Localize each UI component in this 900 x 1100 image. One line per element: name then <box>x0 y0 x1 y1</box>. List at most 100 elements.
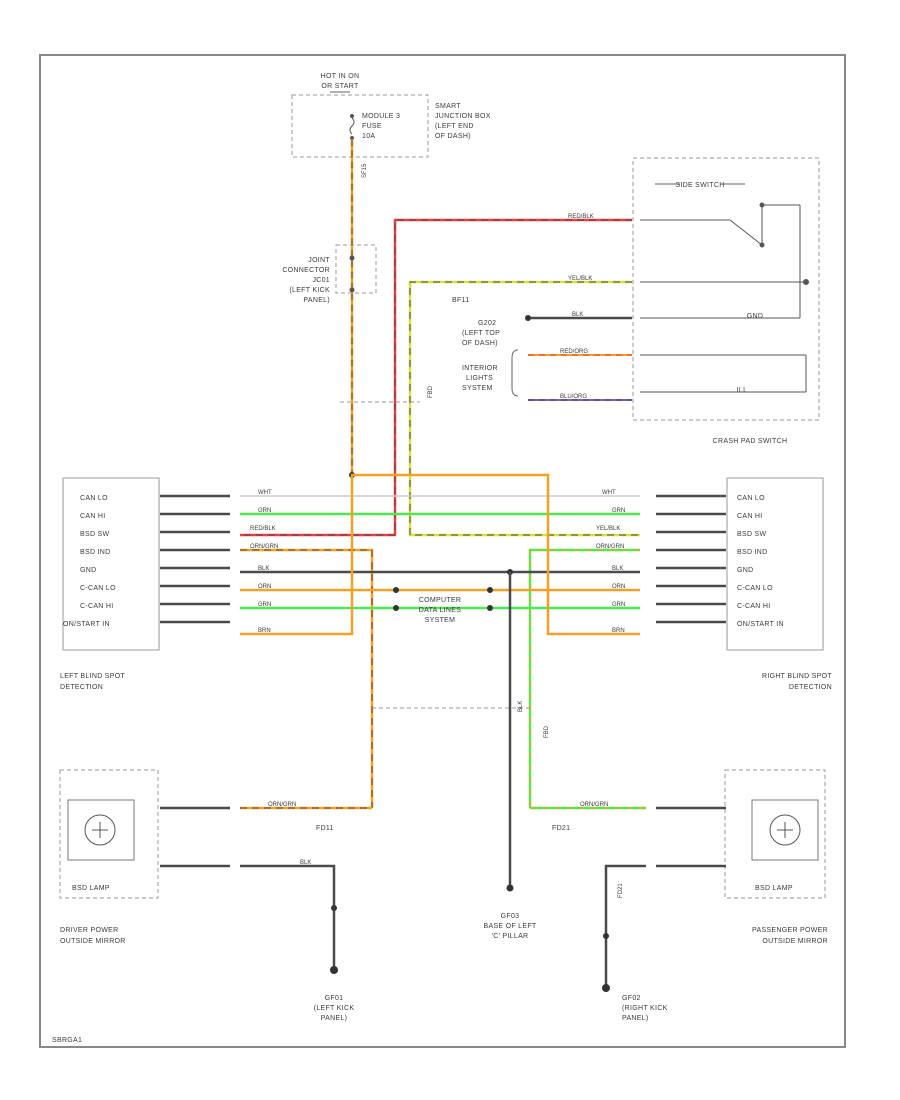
wl-driver-orn-grn: ORN/GRN <box>268 802 296 808</box>
bf11-label: BF11 <box>452 297 469 304</box>
fuse-label-1: MODULE 3 <box>362 113 400 120</box>
jc-label-5: PANEL) <box>303 297 330 304</box>
bsd-switch-wire-red <box>240 218 632 537</box>
fbd-label: FBD <box>428 385 434 398</box>
wl-brn-right: BRN <box>612 628 625 634</box>
fd11-label: FD11 <box>316 825 334 832</box>
sjb-label-4: OF DASH) <box>435 133 471 140</box>
cdl-label-3: SYSTEM <box>425 617 456 624</box>
right-bsd-pin-3: BSD SW <box>737 531 767 538</box>
wire-label-red-blk: RED/BLK <box>568 214 594 220</box>
wl-orn-left: ORN <box>258 584 271 590</box>
left-bsd-pin-3: BSD SW <box>80 531 110 538</box>
wire-label-yel-blk: YEL/BLK <box>568 276 592 282</box>
wire-label-red-org: RED/ORG <box>560 349 588 355</box>
smart-junction-box <box>291 94 429 158</box>
driver-bsd-lamp-icon <box>84 814 116 846</box>
wl-grn2-right: GRN <box>612 602 625 608</box>
left-bsd-pin-8: ON/START IN <box>63 621 110 628</box>
wl-driver-blk: BLK <box>300 860 311 866</box>
jc-label-3: JC01 <box>312 277 330 284</box>
passenger-bsd-lamp-icon <box>769 814 801 846</box>
wl-red-blk-left: RED/BLK <box>250 526 276 532</box>
side-switch-label: SIDE SWITCH <box>675 182 724 189</box>
right-bsd-pin-2: CAN HI <box>737 513 763 520</box>
passenger-mirror-label-2: OUTSIDE MIRROR <box>762 938 828 945</box>
left-bsd-pin-6: C-CAN LO <box>80 585 116 592</box>
gf03-label-2: BASE OF LEFT <box>484 923 537 930</box>
left-bsd-pin-7: C-CAN HI <box>80 603 114 610</box>
left-bsd-pin-1: CAN LO <box>80 495 108 502</box>
passenger-mirror-box <box>724 769 826 899</box>
wl-orn-grn-left: ORN/GRN <box>250 544 278 550</box>
fbd-label-2: FBD <box>544 725 550 738</box>
cdl-label-2: DATA LINES <box>419 607 461 614</box>
joint-connector-box <box>335 244 377 294</box>
bsd-switch-wire-yellow <box>408 280 640 537</box>
wl-wht-left: WHT <box>258 490 272 496</box>
hot-line-1: HOT IN ON <box>321 73 360 80</box>
wl-grn-left: GRN <box>258 508 271 514</box>
fuse-icon <box>349 114 355 140</box>
sjb-label-3: (LEFT END <box>435 123 474 130</box>
wl-blk-left: BLK <box>258 566 269 572</box>
interior-lights-label-2: LIGHTS <box>466 375 493 382</box>
wl-blk-right: BLK <box>612 566 623 572</box>
passenger-lamp-label: BSD LAMP <box>755 885 793 892</box>
passenger-mirror-label-1: PASSENGER POWER <box>752 927 828 934</box>
wl-blk-vertical: BLK <box>518 701 524 712</box>
gf01-label-1: GF01 <box>325 995 344 1002</box>
driver-mirror-box <box>59 769 159 899</box>
right-bsd-module <box>726 477 824 651</box>
interior-lights-wires <box>528 354 632 401</box>
wl-brn-left: BRN <box>258 628 271 634</box>
wire-label-blu-org: BLU/ORG <box>560 394 587 400</box>
left-bsd-pin-5: GND <box>80 567 96 574</box>
sf15-circuit: SF15 <box>362 163 368 178</box>
interior-lights-label-1: INTERIOR <box>462 365 498 372</box>
gf03-label-1: GF03 <box>501 913 520 920</box>
right-bsd-pin-4: BSD IND <box>737 549 768 556</box>
fuse-label-3: 10A <box>362 133 375 140</box>
right-bsd-label-2: DETECTION <box>789 684 832 691</box>
fd21-vertical-label: FD21 <box>618 883 624 898</box>
fd21-label: FD21 <box>552 825 570 832</box>
wire-label-blk: BLK <box>572 312 583 318</box>
gf03-label-3: 'C' PILLAR <box>492 933 529 940</box>
interior-lights-label-3: SYSTEM <box>462 385 493 392</box>
left-bsd-label-1: LEFT BLIND SPOT <box>60 673 125 680</box>
jc-label-4: (LEFT KICK <box>289 287 330 294</box>
footer-code: SBRGA1 <box>52 1037 82 1044</box>
wl-wht-right: WHT <box>602 490 616 496</box>
wl-orn-right: ORN <box>612 584 625 590</box>
wl-yel-blk-right: YEL/BLK <box>596 526 620 532</box>
crash-pad-gnd: GND <box>747 313 763 320</box>
diagram-frame <box>39 54 846 1048</box>
wl-grn-right: GRN <box>612 508 625 514</box>
hot-line-2: OR START <box>321 83 359 90</box>
jc-label-2: CONNECTOR <box>282 267 330 274</box>
driver-lamp-label: BSD LAMP <box>72 885 110 892</box>
g202-label-2: (LEFT TOP <box>462 330 500 337</box>
right-bsd-pin-5: GND <box>737 567 753 574</box>
cdl-label-1: COMPUTER <box>419 597 461 604</box>
gf01-label-3: PANEL) <box>321 1015 348 1022</box>
side-switch-icon <box>640 202 809 393</box>
left-bsd-pin-4: BSD IND <box>80 549 111 556</box>
passenger-mirror-wires <box>530 806 726 988</box>
g202-label-3: OF DASH) <box>462 340 498 347</box>
right-bsd-pin-1: CAN LO <box>737 495 765 502</box>
bsd-pin-stubs <box>160 494 726 624</box>
gf02-label-2: (RIGHT KICK <box>622 1005 668 1012</box>
g202-label-1: G202 <box>478 320 496 327</box>
right-bsd-pins: CAN LO CAN HI BSD SW BSD IND GND C-CAN L… <box>737 495 784 628</box>
driver-mirror-label-1: DRIVER POWER <box>60 927 118 934</box>
left-bsd-module <box>62 477 160 651</box>
gf02-label-1: GF02 <box>622 995 641 1002</box>
crash-pad-switch-box <box>632 157 820 421</box>
sjb-label-1: SMART <box>435 103 461 110</box>
interior-lights-bracket <box>511 349 519 397</box>
left-bsd-pins: CAN LO CAN HI BSD SW BSD IND GND C-CAN L… <box>63 495 116 628</box>
right-bsd-pin-7: C-CAN HI <box>737 603 771 610</box>
